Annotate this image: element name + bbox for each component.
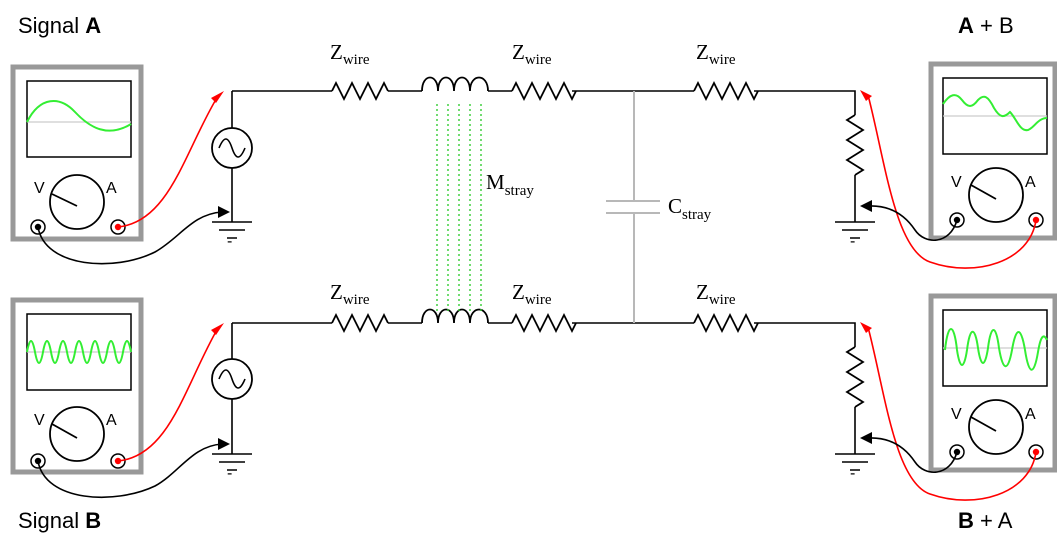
- probe-tip: [218, 438, 230, 450]
- probe-tip: [860, 322, 872, 333]
- top-main-wire: [232, 90, 856, 115]
- ground-icon: [212, 445, 252, 471]
- meter-v-label: V: [34, 180, 45, 197]
- probe-tip: [860, 432, 872, 444]
- component-labels: Zwire Zwire Zwire Zwire Zwire Zwire Mstr…: [330, 40, 736, 308]
- red-test-lead: [867, 326, 1037, 501]
- bottom-circuit: - -: [211, 308, 875, 482]
- resistor-icon: [331, 80, 389, 102]
- oscilloscope-icon: V A: [928, 293, 1057, 473]
- probe-tip: [211, 91, 224, 103]
- resistor-icon: [511, 312, 577, 334]
- oscilloscope-icon: V A: [10, 297, 144, 475]
- ground-minus-label: -: [850, 465, 855, 482]
- ground-icon: [835, 445, 875, 471]
- ground-minus-label: -: [850, 233, 855, 250]
- inductor-icon: [421, 76, 489, 92]
- resistor-icon: [693, 312, 759, 334]
- black-test-lead: [37, 211, 223, 265]
- oscilloscope-icon: V A: [928, 61, 1057, 241]
- ground-icon: [835, 213, 875, 239]
- resistor-icon: [845, 114, 865, 176]
- ground-icon: [212, 213, 252, 239]
- black-test-lead: [867, 437, 958, 474]
- meter-v-label: V: [951, 406, 962, 423]
- resistor-icon: [331, 312, 389, 334]
- red-test-lead: [117, 327, 219, 462]
- output-top-label: A + B: [958, 13, 1014, 38]
- scope-trace: [942, 94, 1048, 132]
- stray-mutual-inductance: [436, 104, 482, 312]
- black-test-lead: [867, 205, 958, 242]
- red-test-lead: [867, 94, 1037, 269]
- signal-a-label: Signal A: [18, 13, 101, 38]
- inductor-icon: [421, 308, 489, 324]
- meter-a-label: A: [1025, 174, 1036, 191]
- capacitor-icon: [606, 91, 660, 323]
- bottom-main-wire: [232, 322, 856, 347]
- top-circuit: - -: [211, 76, 875, 250]
- z-wire-label-top-2: Zwire: [512, 40, 552, 68]
- probe-tip: [211, 323, 224, 335]
- oscilloscope-icon: V A: [10, 64, 144, 242]
- red-test-lead: [117, 95, 219, 228]
- ground-minus-label: -: [227, 465, 232, 482]
- meter-a-label: A: [106, 180, 117, 197]
- meter-a-label: A: [106, 412, 117, 429]
- m-stray-label: Mstray: [486, 170, 534, 199]
- scope-trace: [944, 328, 1048, 371]
- z-wire-label-bottom-3: Zwire: [696, 280, 736, 308]
- probe-tip: [860, 200, 872, 212]
- z-wire-label-top-1: Zwire: [330, 40, 370, 68]
- c-stray-label: Cstray: [668, 194, 712, 223]
- ac-source-icon: [211, 358, 253, 400]
- scope-trace: [26, 340, 132, 364]
- black-test-lead: [37, 443, 223, 499]
- test-leads: [37, 90, 1037, 501]
- signal-b-label: Signal B: [18, 508, 101, 533]
- z-wire-label-top-3: Zwire: [696, 40, 736, 68]
- meter-v-label: V: [34, 412, 45, 429]
- probe-tip: [860, 90, 872, 101]
- resistor-icon: [511, 80, 577, 102]
- scope-trace: [26, 100, 132, 132]
- output-bottom-label: B + A: [958, 508, 1013, 533]
- meter-a-label: A: [1025, 406, 1036, 423]
- meter-v-label: V: [951, 174, 962, 191]
- resistor-icon: [845, 346, 865, 408]
- z-wire-label-bottom-1: Zwire: [330, 280, 370, 308]
- ac-source-icon: [211, 127, 253, 169]
- probe-tip: [218, 206, 230, 218]
- ground-minus-label: -: [227, 233, 232, 250]
- resistor-icon: [693, 80, 759, 102]
- z-wire-label-bottom-2: Zwire: [512, 280, 552, 308]
